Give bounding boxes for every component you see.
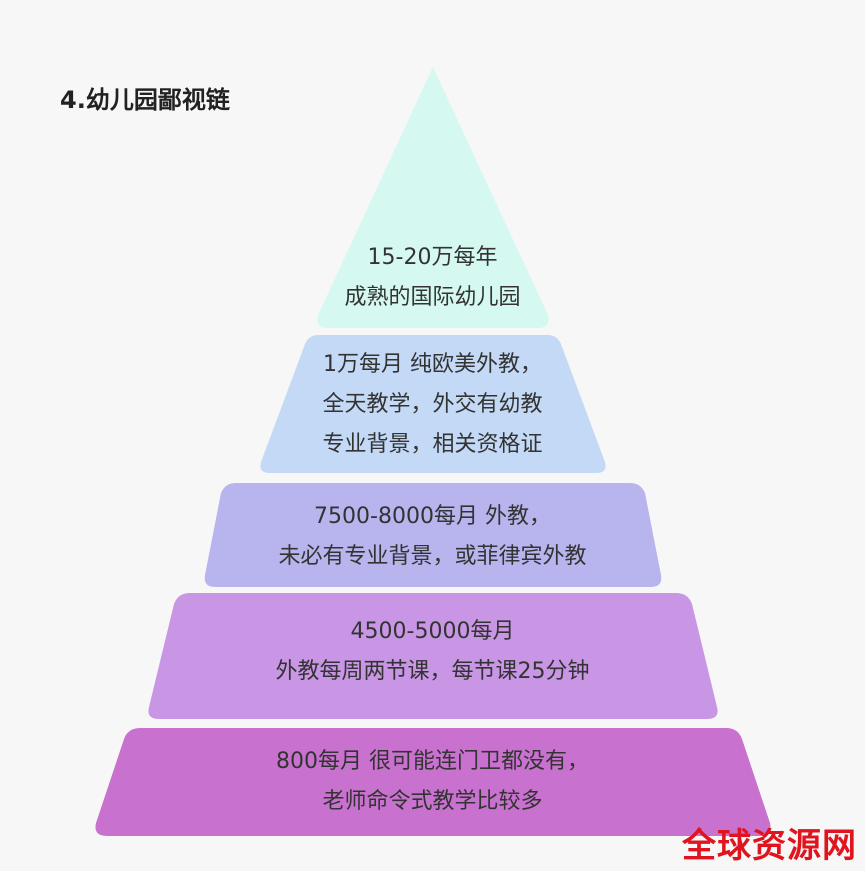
pyramid-tier-top — [317, 67, 549, 328]
tier-text-2: 1万每月 纯欧美外教， 全天教学，外交有幼教 专业背景，相关资格证 — [0, 345, 865, 465]
tier-line: 外教每周两节课，每节课25分钟 — [275, 659, 590, 684]
pyramid-tier-4 — [148, 593, 718, 719]
tier-text-4: 4500-5000每月 外教每周两节课，每节课25分钟 — [0, 612, 865, 692]
tier-line: 7500-8000每月 外教， — [314, 504, 551, 529]
tier-line: 1万每月 纯欧美外教， — [323, 352, 542, 377]
tier-line: 全天教学，外交有幼教 — [322, 392, 543, 417]
pyramid-tier-bottom — [95, 728, 771, 836]
watermark-logo: 全球资源网 — [682, 826, 857, 866]
tier-line: 800每月 很可能连门卫都没有， — [276, 749, 589, 774]
pyramid-tier-3 — [204, 483, 662, 587]
tier-line: 4500-5000每月 — [350, 619, 515, 644]
tier-text-3: 7500-8000每月 外教， 未必有专业背景，或菲律宾外教 — [0, 497, 865, 577]
tier-line: 专业背景，相关资格证 — [322, 432, 543, 457]
tier-line: 未必有专业背景，或菲律宾外教 — [278, 544, 587, 569]
pyramid-tier-2 — [260, 335, 606, 473]
page-title: 4.幼儿园鄙视链 — [60, 86, 230, 114]
tier-line: 15-20万每年 — [367, 245, 498, 270]
tier-line: 老师命令式教学比较多 — [322, 789, 543, 814]
tier-line: 成熟的国际幼儿园 — [344, 285, 521, 310]
tier-text-top: 15-20万每年 成熟的国际幼儿园 — [0, 238, 865, 318]
tier-text-bottom: 800每月 很可能连门卫都没有， 老师命令式教学比较多 — [0, 742, 865, 822]
